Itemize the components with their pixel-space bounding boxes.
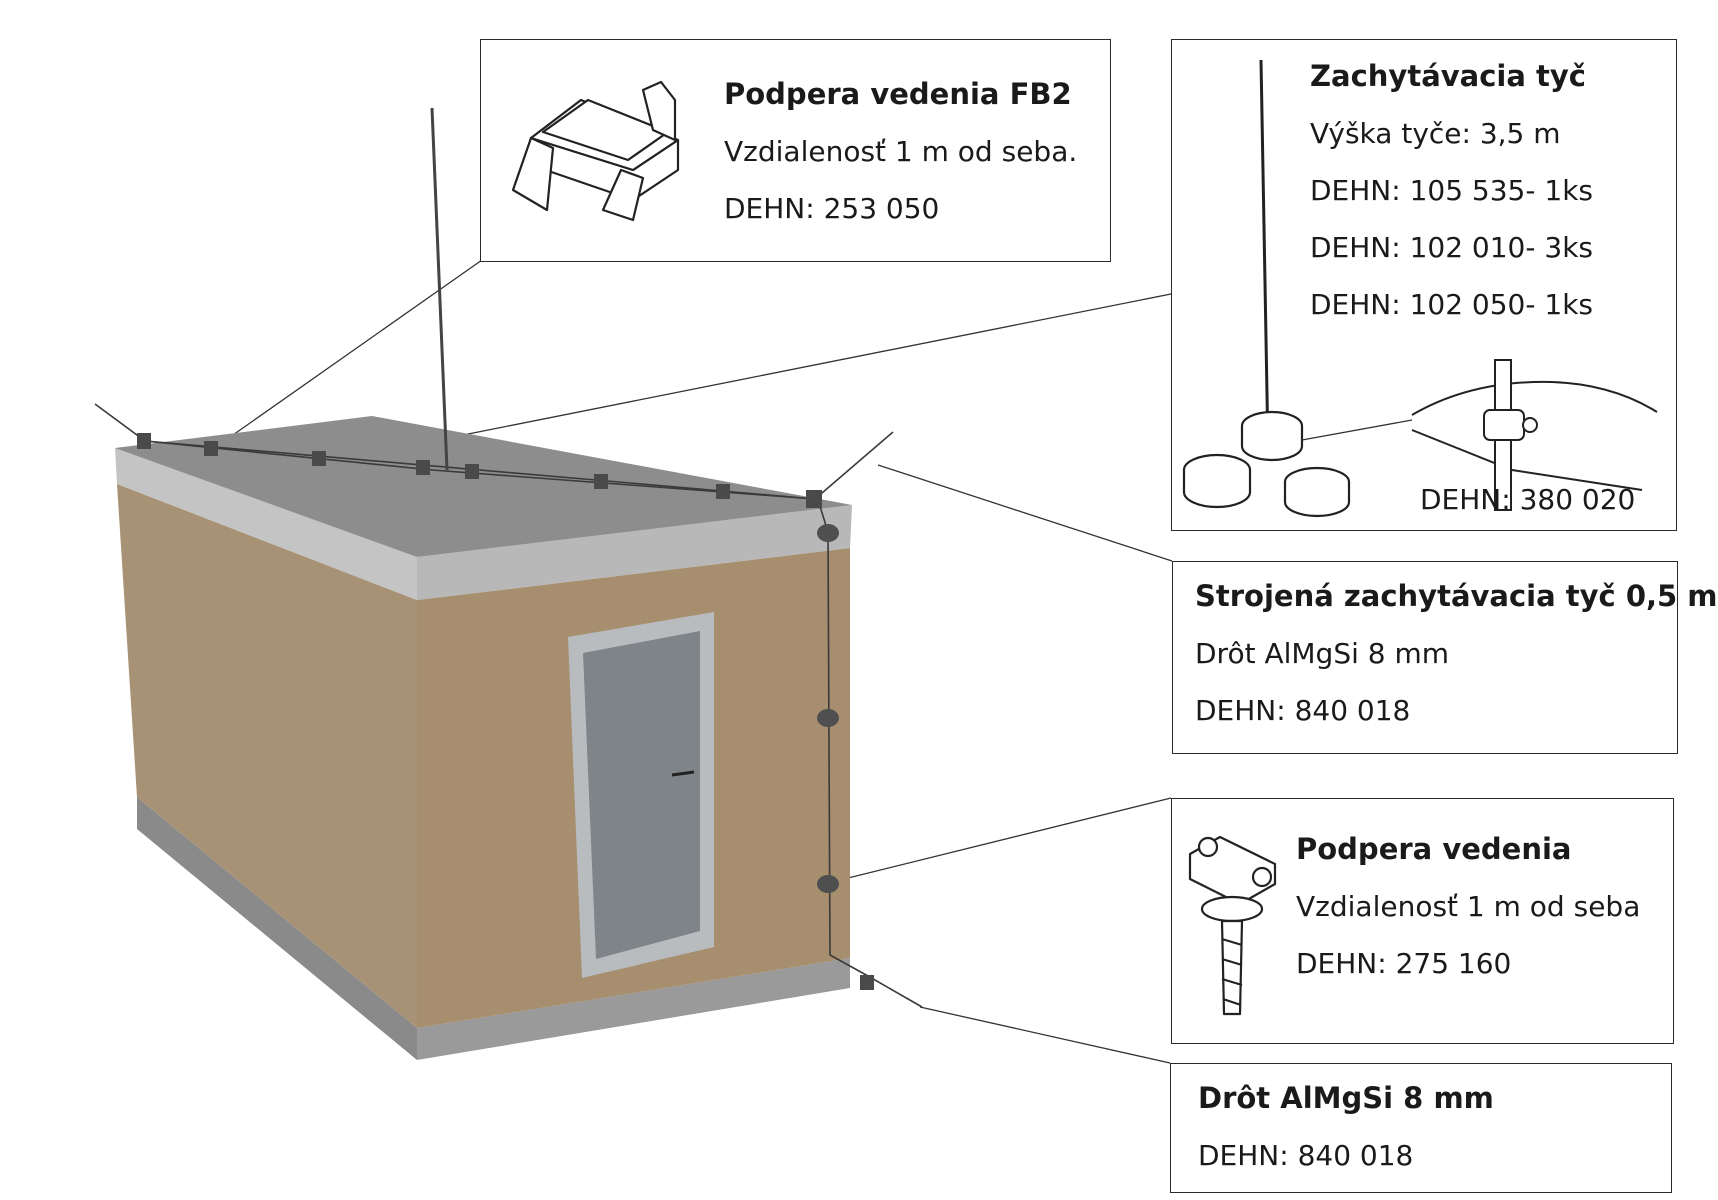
short-rod-wire [814, 431, 894, 500]
fb2-line-1: Vzdialenosť 1 m od seba. [724, 135, 1078, 168]
support-line-2: DEHN: 275 160 [1296, 947, 1512, 980]
roof-support [594, 474, 608, 489]
fb2-line-2: DEHN: 253 050 [724, 192, 940, 225]
short-rod-line-2: DEHN: 840 018 [1195, 694, 1411, 727]
wire-title: Drôt AlMgSi 8 mm [1198, 1081, 1494, 1115]
rod-line-4: DEHN: 102 050- 1ks [1310, 288, 1593, 321]
callout-support: Podpera vedenia Vzdialenosť 1 m od seba … [1171, 798, 1674, 1044]
leader-rod [447, 293, 1172, 439]
roof-top [115, 416, 852, 557]
container-base-front [137, 797, 417, 1060]
callout-rod: Zachytávacia tyč Výška tyče: 3,5 m DEHN:… [1171, 39, 1677, 531]
rod-clamp-icon [1411, 359, 1658, 511]
rod-clamp-code: DEHN: 380 020 [1420, 483, 1636, 516]
wall-support [817, 709, 839, 727]
callout-short-rod: Strojená zachytávacia tyč 0,5 m Drôt AlM… [1172, 561, 1718, 754]
roof-wire-main [94, 403, 816, 500]
door-glass [583, 631, 700, 959]
leader-support [831, 797, 1172, 883]
roof-support [716, 484, 730, 499]
down-conductor [817, 499, 923, 1008]
roof-edge-front [115, 448, 417, 600]
wall-support [817, 524, 839, 542]
wall-supports [817, 524, 839, 893]
leader-lines [212, 259, 1173, 1064]
leader-wire [919, 1006, 1171, 1064]
rod-line-3: DEHN: 102 010- 3ks [1310, 231, 1593, 264]
leader-short-rod [877, 464, 1173, 562]
roof-support [806, 490, 822, 508]
roof-wires [94, 403, 923, 1008]
door-handle [671, 770, 695, 777]
roof-supports [137, 433, 822, 508]
wire-line-1: DEHN: 840 018 [1198, 1139, 1414, 1172]
roof-support [416, 460, 430, 475]
support-line-1: Vzdialenosť 1 m od seba [1296, 890, 1641, 923]
container-wall-front [117, 484, 417, 1028]
roof-edge-side [417, 505, 852, 600]
container-base-side [417, 958, 850, 1060]
roof-support [204, 441, 218, 456]
roof-support [465, 464, 479, 479]
fb2-title: Podpera vedenia FB2 [724, 77, 1072, 111]
short-rod-line-1: Drôt AlMgSi 8 mm [1195, 637, 1450, 670]
wall-support-icon [1188, 835, 1277, 1016]
support-title: Podpera vedenia [1296, 832, 1572, 866]
callout-fb2: Podpera vedenia FB2 Vzdialenosť 1 m od s… [480, 39, 1111, 262]
ground-clamp [860, 975, 874, 990]
callout-wire: Drôt AlMgSi 8 mm DEHN: 840 018 [1170, 1063, 1672, 1193]
rod-line-2: DEHN: 105 535- 1ks [1310, 174, 1593, 207]
roof-support [312, 451, 326, 466]
wall-support [817, 875, 839, 893]
roof-wire-diagonal [144, 440, 816, 500]
rod-title: Zachytávacia tyč [1310, 59, 1586, 93]
short-rod-title: Strojená zachytávacia tyč 0,5 m [1195, 579, 1718, 613]
rod-base-icon [1182, 59, 1413, 518]
roof-support [137, 433, 151, 449]
air-termination-rod [430, 107, 449, 471]
leader-fb2 [212, 259, 483, 450]
fb2-support-icon [511, 80, 680, 222]
rod-line-1: Výška tyče: 3,5 m [1310, 117, 1561, 150]
